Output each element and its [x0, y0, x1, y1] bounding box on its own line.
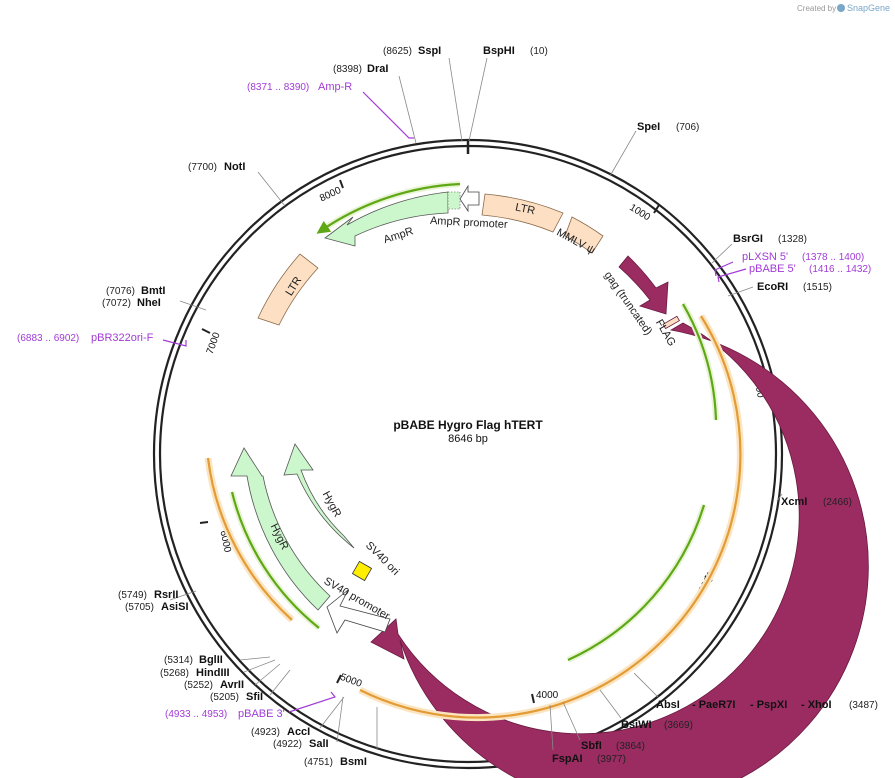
site-drai-pos: (8398): [333, 64, 362, 75]
plasmid-name: pBABE Hygro Flag hTERT: [393, 418, 543, 432]
sv40-promoter-feature: [326, 589, 391, 634]
site-sfii[interactable]: SfiI: [246, 691, 263, 703]
site-bsiwi[interactable]: BsiWI: [621, 719, 652, 731]
ltr-left-feature: [257, 253, 319, 326]
flag-feature: [662, 315, 680, 330]
sv40-ori-feature: [351, 560, 373, 582]
site-fspai[interactable]: FspAI: [552, 753, 583, 765]
orf-green-2-arrow: [567, 504, 706, 662]
primer-plxsn5-pos: (1378 .. 1400): [802, 252, 864, 263]
tick-7000: 7000: [205, 331, 223, 356]
site-sspi[interactable]: SspI: [418, 45, 441, 57]
primer-pbabe5[interactable]: pBABE 5': [749, 263, 796, 275]
orf-green-left-arrow: [230, 491, 320, 629]
site-avrii-pos: (5252): [184, 680, 213, 691]
tick-8000: 8000: [318, 185, 343, 205]
tick-5000: 5000: [339, 672, 364, 690]
site-bmti[interactable]: BmtI: [141, 285, 165, 297]
site-xhoi-pos: (3487): [849, 700, 878, 711]
ltr-top-label: LTR: [514, 201, 536, 217]
site-ecori-pos: (1515): [803, 282, 832, 293]
htert-feature: [370, 322, 869, 778]
site-sbfi-pos: (3864): [616, 741, 645, 752]
site-rsrii-pos: (5749): [118, 590, 147, 601]
site-hindiii[interactable]: HindIII: [196, 667, 230, 679]
orf-green-2-halo: [566, 504, 707, 663]
primer-pbabe5-pos: (1416 .. 1432): [809, 264, 871, 275]
site-bsphi-pos: (10): [530, 46, 548, 57]
site-bglii[interactable]: BglII: [199, 654, 223, 666]
snapgene-brand: SnapGene: [847, 3, 890, 13]
ampr-feature: [324, 191, 449, 247]
primer-ampr[interactable]: Amp-R: [318, 81, 352, 93]
site-bsrgi-pos: (1328): [778, 234, 807, 245]
ampr-promoter-label: AmpR promoter: [430, 215, 508, 231]
site-bsmi-pos: (4751): [304, 757, 333, 768]
site-ecori[interactable]: EcoRI: [757, 281, 788, 293]
primer-pbr322-pos: (6883 .. 6902): [17, 333, 79, 344]
mmlv-psi-feature: [564, 216, 604, 254]
site-bmti-pos: (7076): [106, 286, 135, 297]
site-sali[interactable]: SalI: [309, 738, 329, 750]
primer-pbr322[interactable]: pBR322ori-F: [91, 332, 154, 344]
site-hindiii-pos: (5268): [160, 668, 189, 679]
site-bsrgi[interactable]: BsrGI: [733, 233, 763, 245]
site-paer7i[interactable]: - PaeR7I: [692, 699, 735, 711]
ampr-cap: [447, 191, 461, 210]
ampr-orf-arrow: [316, 182, 461, 234]
site-bglii-pos: (5314): [164, 655, 193, 666]
site-sfii-pos: (5205): [210, 692, 239, 703]
site-spei-pos: (706): [676, 122, 699, 133]
site-bsphi[interactable]: BspHI: [483, 45, 515, 57]
site-drai[interactable]: DraI: [367, 63, 388, 75]
primer-pbabe3-pos: (4933 .. 4953): [165, 709, 227, 720]
orf-orange-bottom-arrow: [359, 642, 661, 719]
site-pspxi[interactable]: - PspXI: [750, 699, 787, 711]
site-leaders: [169, 57, 783, 751]
site-asisi[interactable]: AsiSI: [161, 601, 189, 613]
site-bsmi[interactable]: BsmI: [340, 756, 367, 768]
ampr-label: AmpR: [382, 225, 415, 246]
site-noti[interactable]: NotI: [224, 161, 245, 173]
site-bsiwi-pos: (3669): [664, 720, 693, 731]
site-rsrii[interactable]: RsrII: [154, 589, 178, 601]
site-acci-pos: (4923): [251, 727, 280, 738]
site-sspi-pos: (8625): [383, 46, 412, 57]
site-absi[interactable]: AbsI: [656, 699, 680, 711]
site-xcmi[interactable]: XcmI: [781, 496, 807, 508]
primer-pbabe3[interactable]: pBABE 3': [238, 708, 285, 720]
primer-markers: [162, 91, 747, 713]
site-nhei[interactable]: NheI: [137, 297, 161, 309]
site-fspai-pos: (3977): [597, 754, 626, 765]
primer-plxsn5[interactable]: pLXSN 5': [742, 251, 788, 263]
site-xcmi-pos: (2466): [823, 497, 852, 508]
ltr-top-feature: [481, 193, 564, 233]
orf-green-1-arrow: [682, 303, 718, 421]
plasmid-length: 8646 bp: [448, 433, 488, 445]
htert-orf-outer-arrow: [659, 315, 742, 644]
gag-truncated-feature: [618, 255, 669, 315]
backbone-inner: [158, 144, 778, 764]
orf-green-1-halo: [680, 302, 719, 421]
site-spei[interactable]: SpeI: [637, 121, 660, 133]
site-acci[interactable]: AccI: [287, 726, 310, 738]
tick-4000: 4000: [536, 690, 559, 701]
site-sali-pos: (4922): [273, 739, 302, 750]
created-by-text: Created by: [797, 4, 836, 13]
site-noti-pos: (7700): [188, 162, 217, 173]
ampr-promoter-feature: [459, 184, 480, 213]
hygr-outer-feature: [230, 447, 331, 611]
site-xhoi[interactable]: - XhoI: [801, 699, 832, 711]
primer-ampr-pos: (8371 .. 8390): [247, 82, 309, 93]
orf-orange-left-arrow: [206, 457, 293, 621]
site-sbfi[interactable]: SbfI: [581, 740, 602, 752]
site-avrii[interactable]: AvrII: [220, 679, 244, 691]
site-asisi-pos: (5705): [125, 602, 154, 613]
hygr-inner-feature: [283, 443, 355, 549]
snapgene-logo-icon: [837, 4, 845, 12]
site-nhei-pos: (7072): [102, 298, 131, 309]
